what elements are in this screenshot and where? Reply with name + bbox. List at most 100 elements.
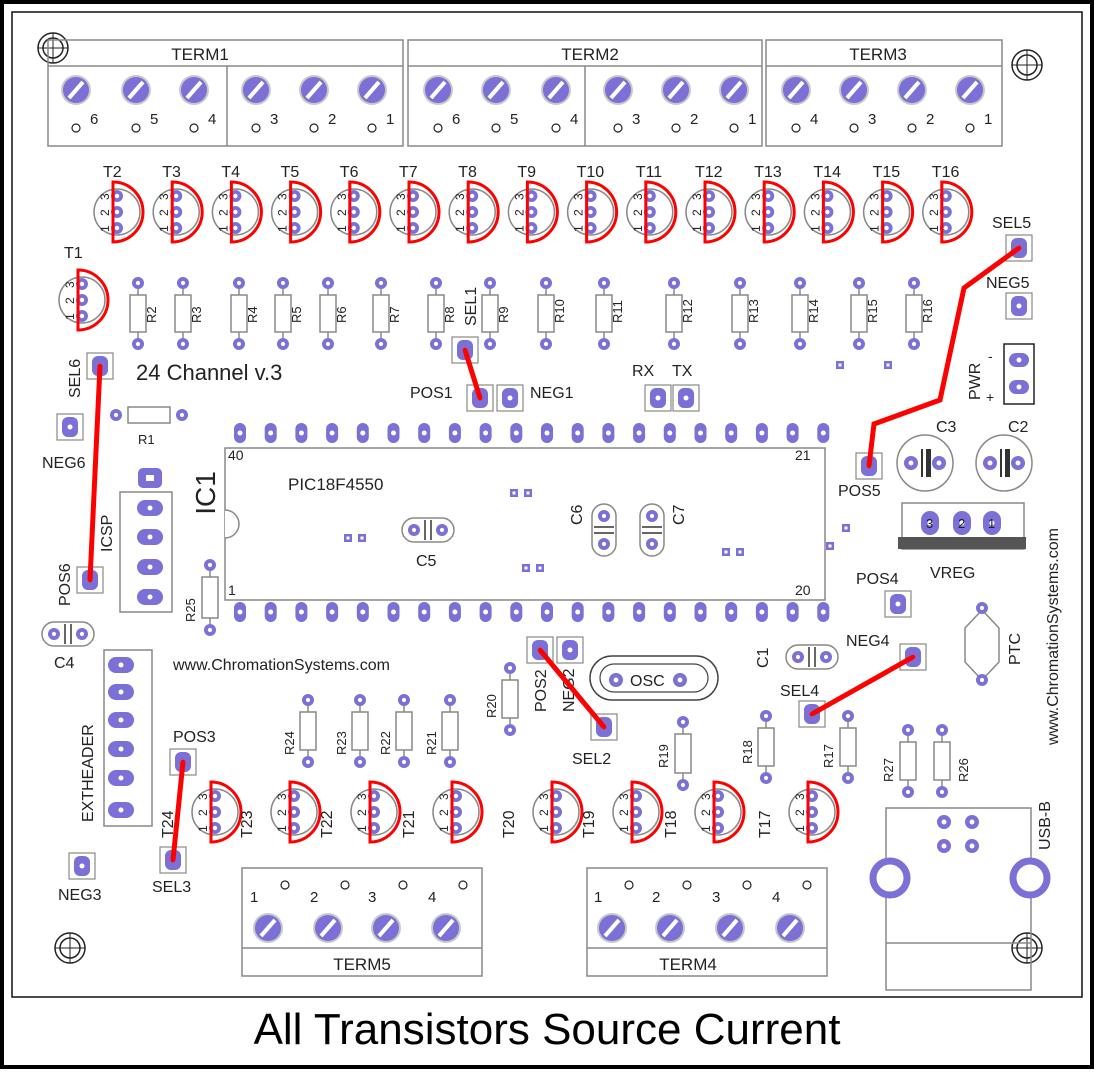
- neg1-label: NEG1: [530, 385, 574, 402]
- terminal-pin-number: 1: [594, 889, 602, 906]
- transistor-pin-number: 1: [537, 825, 551, 832]
- terminal-pin-number: 4: [772, 889, 780, 906]
- terminal-pin-dot: [367, 123, 377, 133]
- transistor-pin-number: 1: [617, 825, 631, 832]
- resistor-r3: [174, 277, 192, 350]
- terminal-pin-number: 5: [510, 111, 518, 128]
- terminal-pin-number: 2: [690, 111, 698, 128]
- neg5-pad: [1005, 292, 1033, 320]
- transistor-pin-number: 3: [157, 193, 171, 200]
- transistor-pin-number: 1: [572, 225, 586, 232]
- ic-pad-top: [326, 423, 339, 443]
- sel1-label: SEL1: [463, 287, 480, 326]
- jumper-wires: [87, 245, 1022, 863]
- transistor-pin-number: 2: [631, 209, 645, 216]
- ic-pad-bottom: [633, 602, 646, 622]
- ic-pad-top: [479, 423, 492, 443]
- transistor-pin-number: 3: [631, 193, 645, 200]
- ic-pad-top: [786, 423, 799, 443]
- wire-sel6-pos6: [87, 363, 103, 583]
- transistor-label: T22: [319, 810, 336, 838]
- capacitor-c6: [591, 503, 617, 557]
- terminal-pin-number: 1: [386, 111, 394, 128]
- usb-label: USB-B: [1037, 801, 1054, 850]
- transistor-pin-number: 3: [355, 793, 369, 800]
- transistor-pin-number: 1: [276, 225, 290, 232]
- terminal-pin-dot: [791, 123, 801, 133]
- resistor-r25: [201, 559, 219, 636]
- term2-screw: [541, 75, 571, 105]
- transistor-label: T14: [813, 164, 841, 181]
- capacitor-c1: [785, 644, 839, 670]
- resistor-r13: [731, 277, 749, 350]
- transistor-outline: [111, 180, 145, 244]
- resistor-r2: [129, 277, 147, 350]
- transistor-pin-number: 1: [793, 825, 807, 832]
- vreg-pin: [921, 511, 939, 535]
- transistor-pin-number: 1: [98, 225, 112, 232]
- transistor-pin-number: 3: [437, 793, 451, 800]
- ic-pin-1: 1: [228, 582, 236, 598]
- transistor-pin-number: 2: [617, 809, 631, 816]
- terminal-pin-dot: [671, 123, 681, 133]
- transistor-label: T10: [577, 164, 605, 181]
- resistor-label: R15: [865, 299, 880, 323]
- terminal-pin-number: 4: [570, 111, 578, 128]
- extheader-label: EXTHEADER: [80, 724, 97, 822]
- ic-pad-bottom: [479, 602, 492, 622]
- resistor-r12: [665, 277, 683, 350]
- extheader: [103, 649, 153, 827]
- transistor-outline: [712, 780, 746, 844]
- vreg-pin: [983, 511, 1001, 535]
- transistor-pin-number: 3: [453, 193, 467, 200]
- transistor-pin-number: 1: [437, 825, 451, 832]
- terminal-pin-dot: [491, 123, 501, 133]
- pwr-connector: [1003, 343, 1035, 405]
- resistor-label: R3: [189, 306, 204, 323]
- transistor-label: T19: [581, 810, 598, 838]
- resistor-r7: [372, 277, 390, 350]
- terminal-pin-dot: [624, 880, 634, 890]
- terminal-pin-dot: [71, 123, 81, 133]
- transistor-pin-number: 2: [276, 209, 290, 216]
- transistor-pin-number: 2: [355, 809, 369, 816]
- resistor-r26: [933, 724, 951, 798]
- terminal-pin-number: 3: [368, 889, 376, 906]
- neg3-label: NEG3: [58, 887, 102, 904]
- terminal-pin-dot: [729, 123, 739, 133]
- mounting-holes: [37, 32, 1043, 964]
- terminal-pin-number: 4: [208, 111, 216, 128]
- transistor-outline: [289, 180, 323, 244]
- ic-pad-bottom: [571, 602, 584, 622]
- transistor-label: T23: [239, 810, 256, 838]
- chip-label: PIC18F4550: [288, 475, 383, 494]
- resistor-label: R24: [282, 731, 297, 755]
- transistor-pin-number: 3: [216, 193, 230, 200]
- term-bottom-screw: [313, 913, 343, 943]
- term3-block: TERM3: [765, 39, 1003, 147]
- resistor-r18: [757, 710, 775, 784]
- transistor-pin-number: 2: [157, 209, 171, 216]
- ic-pad-top: [541, 423, 553, 443]
- terminal-pin-number: 3: [632, 111, 640, 128]
- transistor-pin-number: 1: [275, 825, 289, 832]
- transistor-outline: [450, 780, 484, 844]
- pwr-label: PWR: [967, 363, 984, 400]
- r25-label: R25: [183, 598, 198, 622]
- usb-b-connector: [869, 807, 1051, 991]
- transistor-pin-number: 1: [196, 825, 210, 832]
- ic-pad-top: [234, 423, 246, 443]
- ic-pad-bottom: [510, 602, 523, 622]
- transistor-label: T12: [695, 164, 723, 181]
- r26-label: R26: [956, 758, 971, 782]
- term2-screw: [719, 75, 749, 105]
- transistor-pin-number: 2: [868, 209, 882, 216]
- transistor-outline: [209, 780, 243, 844]
- icsp-header: [119, 468, 173, 613]
- transistor-pin-number: 3: [699, 793, 713, 800]
